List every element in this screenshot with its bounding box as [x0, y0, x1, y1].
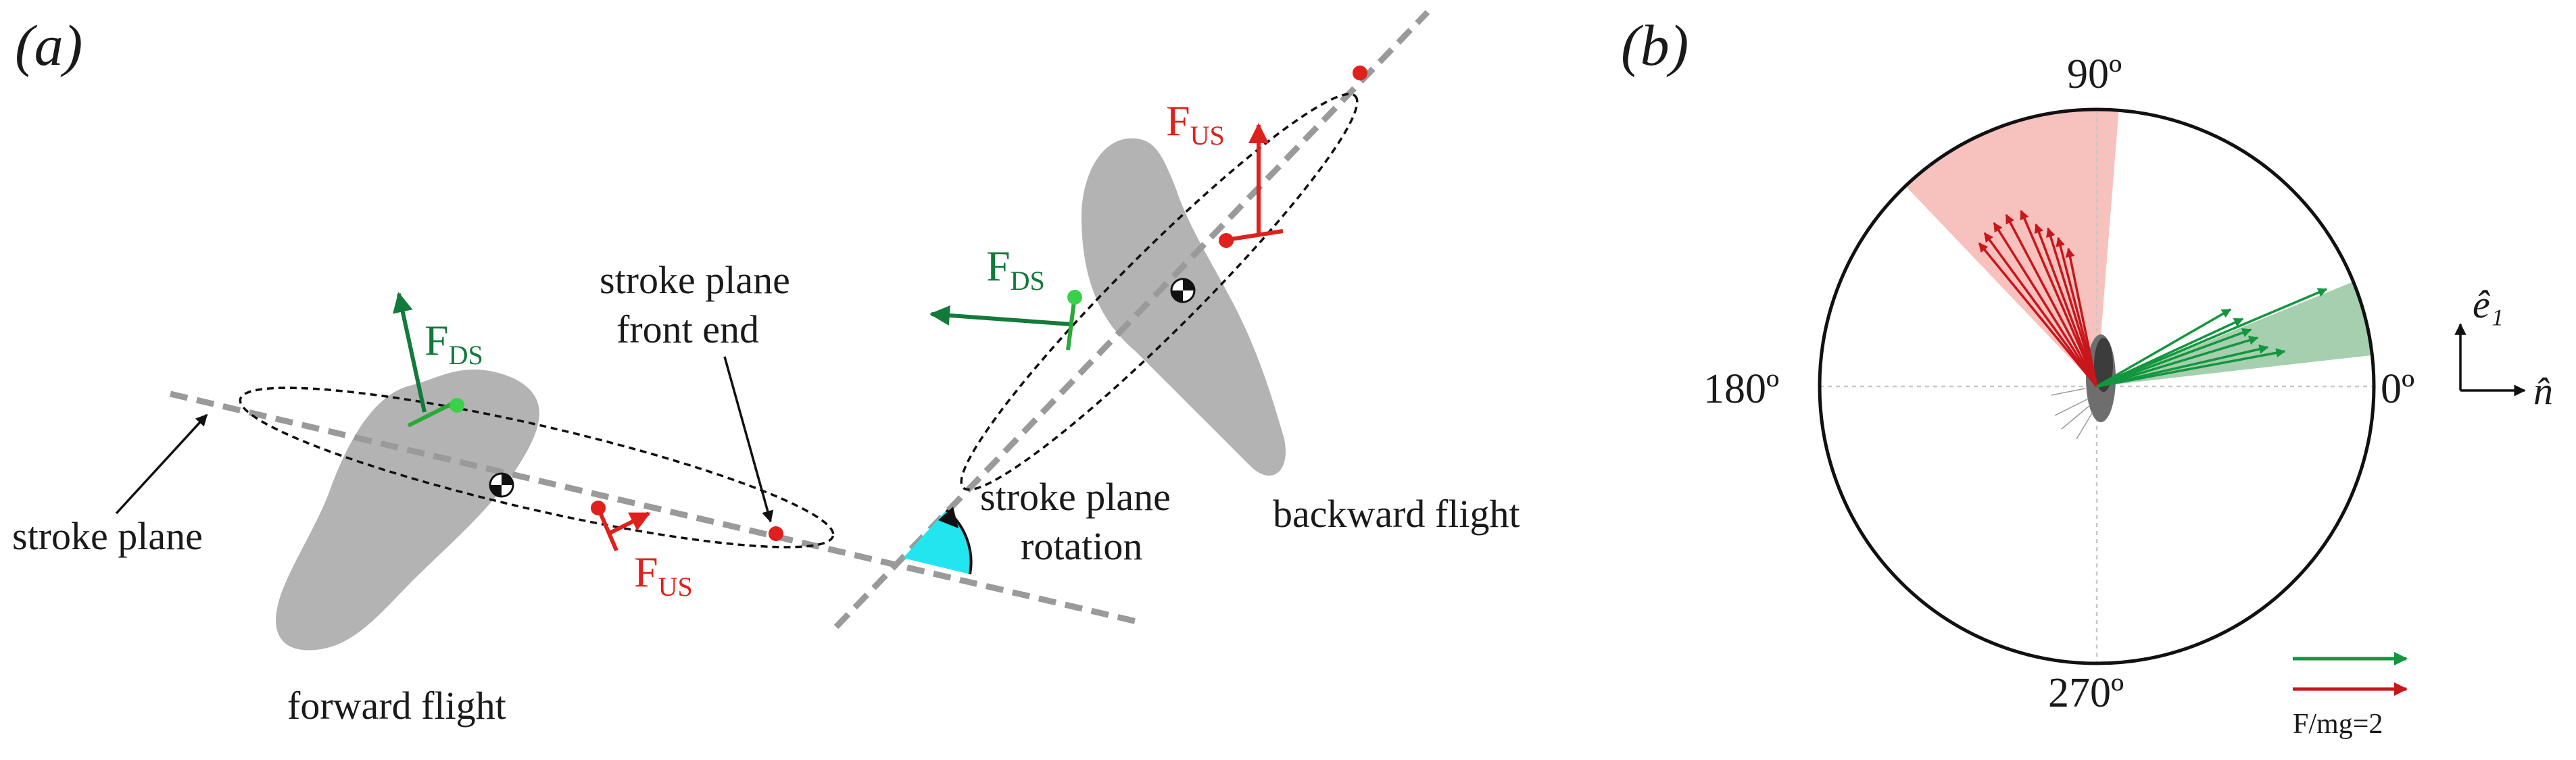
polar-circle: [1818, 107, 2376, 665]
angle-label-180: 180º: [1703, 366, 1779, 412]
forward-front-end-dot: [769, 526, 783, 541]
angle-label-90: 90º: [2067, 51, 2122, 97]
upstroke-arrow: [2046, 227, 2098, 387]
rotation-label-line1: stroke plane: [980, 475, 1171, 519]
upstroke-arrow: [1983, 232, 2098, 388]
backward-stroke-ellipse: [960, 93, 1359, 491]
rotation-label-line2: rotation: [1021, 524, 1142, 568]
backward-fus-stub: [1226, 229, 1284, 242]
backward-fly-body: [1082, 138, 1286, 476]
downstroke-arrow: [2096, 318, 2244, 388]
front-end-label-line2: front end: [616, 307, 759, 351]
backward-flight-group: FUS FDS stroke plane rotation backward f…: [833, 9, 1520, 630]
forward-center-of-mass-icon: [489, 472, 514, 498]
stroke-plane-label: stroke plane: [12, 514, 203, 558]
backward-fus-label: FUS: [1166, 97, 1225, 151]
backward-fds-label: FDS: [986, 242, 1045, 296]
insect-silhouette-icon: [2051, 334, 2116, 440]
backward-fds-stub: [1066, 295, 1077, 351]
forward-stroke-ellipse: [239, 386, 835, 549]
downstroke-arrow: [2096, 288, 2328, 388]
backward-front-end-dot: [1353, 66, 1367, 80]
upstroke-arrow: [2034, 223, 2098, 387]
backward-fus-dot: [1219, 233, 1234, 248]
panel-a: (a) FDS FUS: [12, 9, 1520, 728]
upstroke-arrow: [2065, 247, 2098, 387]
angle-label-0: 0º: [2381, 366, 2414, 412]
upstroke-force-arrows: [1978, 209, 2098, 388]
front-end-pointer: [723, 356, 774, 523]
panel-b-label: (b): [1621, 13, 1688, 78]
backward-flight-caption: backward flight: [1273, 492, 1520, 536]
body-axes: ê₁ n̂: [2454, 282, 2553, 413]
forward-fus-arrow: [607, 511, 651, 536]
forward-fus-dot: [591, 501, 606, 515]
downstroke-force-arrows: [2096, 288, 2328, 388]
backward-fds-dot: [1067, 290, 1082, 305]
upstroke-arrow: [1978, 242, 2098, 388]
forward-flight-caption: forward flight: [287, 684, 506, 728]
e1-axis-label: ê₁: [2473, 282, 2504, 326]
panel-b: (b): [1621, 13, 2553, 740]
n-axis-label: n̂: [2533, 369, 2553, 413]
forward-fds-arrow: [393, 292, 427, 413]
forward-fus-stub: [596, 507, 618, 552]
backward-fds-arrow: [929, 305, 1072, 326]
panel-a-label: (a): [15, 13, 82, 78]
downstroke-arrow: [2096, 335, 2259, 388]
upstroke-arrow: [2020, 209, 2098, 387]
downstroke-arrow: [2096, 348, 2286, 388]
forward-fus-label: FUS: [634, 548, 693, 602]
backward-center-of-mass-icon: [1170, 278, 1196, 303]
forward-flight-group: FDS FUS stroke plane stroke plane front …: [12, 258, 1144, 728]
forward-fds-dot: [449, 398, 464, 413]
front-end-label-line1: stroke plane: [600, 258, 790, 302]
forward-fly-body: [276, 370, 539, 651]
upstroke-arrow: [2056, 236, 2098, 387]
forward-stroke-plane-line: [169, 390, 1144, 626]
stroke-plane-pointer: [115, 413, 208, 515]
upstroke-arrow: [1993, 222, 2098, 387]
angle-label-270: 270º: [2048, 670, 2124, 716]
forward-fds-label: FDS: [424, 316, 483, 370]
upstroke-arrow: [2005, 213, 2098, 387]
downstroke-arrow: [2096, 328, 2252, 388]
rotation-arrowhead-icon: [938, 507, 958, 528]
polar-sectors: [1820, 109, 2374, 386]
forward-fds-stub: [407, 401, 454, 428]
scale-bar: F/mg=2: [2293, 652, 2408, 740]
scale-label: F/mg=2: [2293, 709, 2383, 740]
downstroke-arrow: [2096, 308, 2232, 388]
